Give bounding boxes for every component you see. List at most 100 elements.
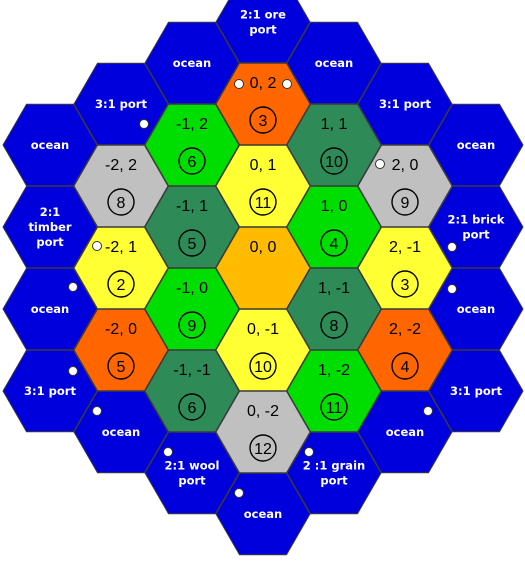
land-tile: -1, -16	[144, 349, 240, 433]
tile-coordinate: 1, 1	[321, 116, 348, 133]
port-marker	[139, 119, 149, 129]
port-marker	[282, 79, 292, 89]
number-token-ring	[391, 188, 419, 216]
number-token: 12	[254, 441, 272, 458]
port-marker	[68, 282, 78, 292]
number-token-ring	[391, 270, 419, 298]
ocean-label: ocean	[31, 138, 69, 152]
number-token-ring	[249, 106, 277, 134]
ocean-hex	[2, 103, 98, 187]
ocean-label: ocean	[244, 507, 282, 521]
number-token: 11	[255, 195, 272, 212]
number-token-ring	[178, 393, 206, 421]
tile-coordinate: -1, 1	[176, 198, 208, 215]
number-token: 3	[259, 113, 268, 130]
land-tile: 0, 111	[215, 144, 311, 228]
number-token: 3	[401, 277, 410, 294]
number-token-ring	[320, 311, 348, 339]
tile-coordinate: -2, 1	[105, 239, 137, 256]
ocean-label: 2 :1 grain	[303, 459, 365, 473]
ocean-label: 2:1 ore	[240, 8, 286, 22]
ocean-label: ocean	[315, 56, 353, 70]
ocean-label: ocean	[457, 302, 495, 316]
tile-coordinate: 2, 0	[392, 157, 419, 174]
number-token: 4	[401, 359, 410, 376]
ocean-tile: ocean	[428, 103, 524, 187]
tile-coordinate: 1, -2	[318, 362, 350, 379]
port-marker	[234, 79, 244, 89]
number-token: 2	[117, 277, 126, 294]
number-token: 10	[325, 154, 343, 171]
number-token: 4	[330, 236, 339, 253]
land-tiles: 0, 2 3 -1, 26 1, 1 10 0, 111 -2, 2 8 2, 0 9 -1, 1 5…	[73, 62, 453, 474]
ocean-label: ocean	[386, 425, 424, 439]
ocean-hex	[144, 21, 240, 105]
tile-hex	[286, 185, 382, 269]
number-token: 5	[117, 359, 126, 376]
ocean-label: port	[462, 228, 490, 242]
number-token: 11	[326, 400, 343, 417]
tile-hex	[215, 390, 311, 474]
number-token: 8	[117, 195, 126, 212]
ocean-label: 2:1 wool	[165, 459, 220, 473]
ocean-label: ocean	[102, 425, 140, 439]
ocean-label: ocean	[457, 138, 495, 152]
tile-hex	[73, 144, 169, 228]
number-token-ring	[178, 147, 206, 175]
number-token: 5	[188, 236, 197, 253]
land-tile: 1, 0 4	[286, 185, 382, 269]
number-token: 8	[330, 318, 339, 335]
number-token-ring	[320, 229, 348, 257]
tile-hex	[286, 349, 382, 433]
port-marker	[68, 366, 78, 376]
ocean-tile: 3:1 port	[428, 349, 524, 433]
number-token-ring	[107, 270, 135, 298]
ocean-tile: 3:1 port	[357, 62, 453, 146]
tile-coordinate: -2, 2	[105, 157, 137, 174]
ocean-hex	[215, 0, 311, 64]
tile-hex	[73, 308, 169, 392]
number-token: 10	[254, 359, 272, 376]
number-token-ring	[107, 188, 135, 216]
land-tile: -1, 26	[144, 103, 240, 187]
land-tile: 2, -13	[357, 226, 453, 310]
ocean-hex	[286, 21, 382, 105]
ocean-tile: ocean	[2, 103, 98, 187]
tile-coordinate: 1, 0	[321, 198, 348, 215]
land-tile: -2, 2 8	[73, 144, 169, 228]
ocean-label: port	[178, 474, 206, 488]
ocean-hex	[2, 185, 98, 269]
number-token: 9	[401, 195, 410, 212]
ocean-label: timber	[28, 220, 71, 234]
land-tile: 0, -2 12	[215, 390, 311, 474]
land-tile: 2, -2 4	[357, 308, 453, 392]
tile-hex	[286, 103, 382, 187]
number-token: 6	[188, 400, 197, 417]
ocean-hex	[428, 103, 524, 187]
tile-coordinate: 2, -2	[389, 321, 421, 338]
land-tile: -1, 09	[144, 267, 240, 351]
tile-hex	[144, 185, 240, 269]
port-marker	[447, 242, 457, 252]
number-token-ring	[107, 352, 135, 380]
land-tile: 0, -110	[215, 308, 311, 392]
tile-hex	[215, 308, 311, 392]
land-tile: 0, 0	[215, 226, 311, 310]
port-marker	[304, 447, 314, 457]
number-token-ring	[249, 434, 277, 462]
number-token-ring	[249, 188, 277, 216]
tile-coordinate: 0, -2	[247, 403, 279, 420]
port-marker	[375, 159, 385, 169]
ocean-label: 3:1 port	[379, 97, 431, 111]
tile-hex	[357, 308, 453, 392]
tile-hex	[357, 226, 453, 310]
tile-coordinate: 0, 2	[250, 75, 277, 92]
number-token-ring	[178, 311, 206, 339]
tile-hex	[144, 267, 240, 351]
tile-hex	[215, 226, 311, 310]
land-tile: -2, 05	[73, 308, 169, 392]
ocean-label: port	[249, 23, 277, 37]
